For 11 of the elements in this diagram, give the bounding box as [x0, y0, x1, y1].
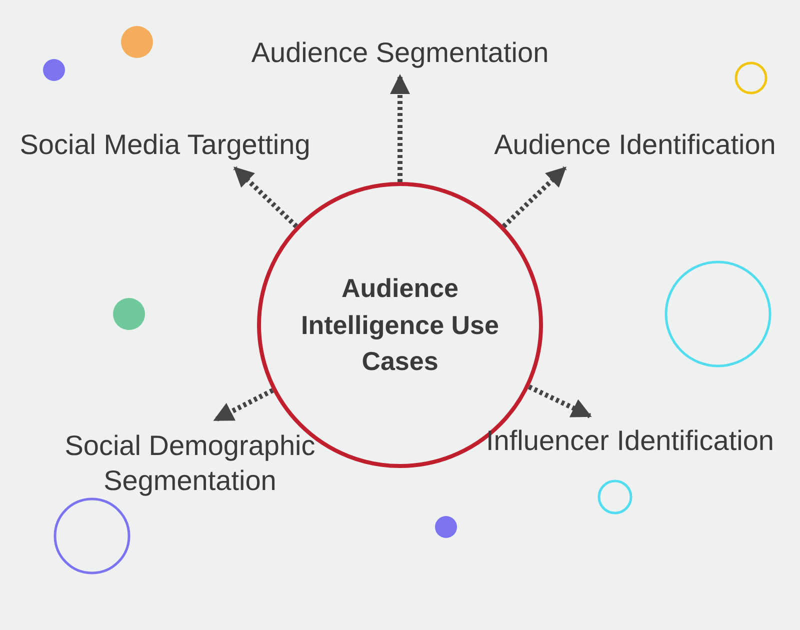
arrow: [390, 74, 410, 182]
arrow: [502, 166, 567, 228]
arrow: [213, 388, 274, 422]
arrow: [528, 384, 592, 418]
use-case-label: Audience Segmentation: [250, 28, 550, 76]
use-case-label: Audience Identification: [480, 120, 790, 168]
use-case-label: Influencer Identification: [470, 416, 790, 464]
center-title: Audience Intelligence Use Cases: [300, 272, 500, 378]
use-case-label: Social Media Targetting: [10, 120, 320, 168]
arrow: [233, 166, 298, 228]
use-case-label: Social Demographic Segmentation: [60, 420, 320, 506]
